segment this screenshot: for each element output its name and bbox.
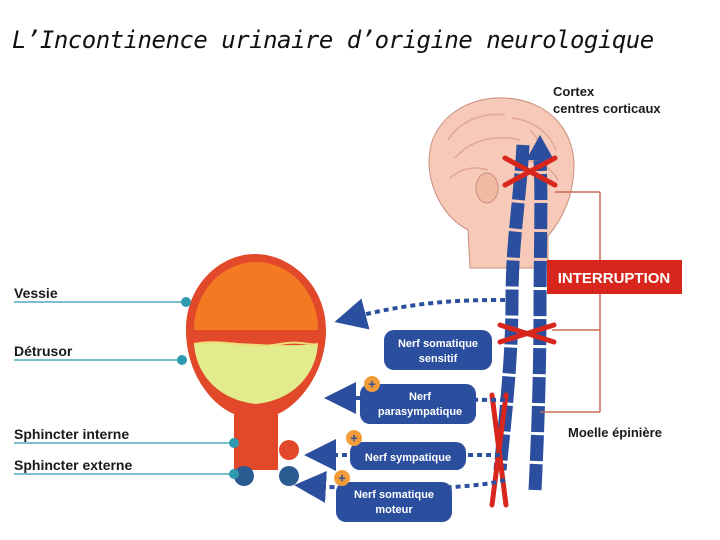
bladder-content xyxy=(194,262,318,330)
level-bracket xyxy=(540,191,601,413)
svg-text:+: + xyxy=(368,377,376,392)
ear-shape xyxy=(475,172,499,204)
arrow-somatique-sensitif xyxy=(334,298,506,330)
nerve-somatique-sensitif: Nerf somatique sensitif xyxy=(384,330,492,370)
cortex-sub-label: centres corticaux xyxy=(553,101,661,116)
sphincter-externe xyxy=(234,466,299,486)
detrusor-label: Détrusor xyxy=(14,343,73,359)
nerve-parasympathique: Nerf parasympatique + xyxy=(360,376,476,424)
svg-text:Nerf somatique: Nerf somatique xyxy=(354,489,434,501)
svg-text:Nerf somatique: Nerf somatique xyxy=(398,338,478,350)
sphincter-interne-label: Sphincter interne xyxy=(14,426,129,442)
interruption-cross-cord xyxy=(497,322,557,345)
brain-folds xyxy=(447,113,559,181)
ascending-arrowhead xyxy=(526,135,554,160)
nerve-somatique-moteur: Nerf somatique moteur + xyxy=(334,470,452,522)
svg-text:+: + xyxy=(350,431,358,446)
svg-text:sensitif: sensitif xyxy=(419,353,458,365)
vessie-label: Vessie xyxy=(14,285,58,301)
bladder xyxy=(186,254,326,470)
sphincter-externe-label: Sphincter externe xyxy=(14,457,132,473)
label-lines xyxy=(14,301,234,475)
svg-text:parasympatique: parasympatique xyxy=(378,406,462,418)
interruption-cross-lower xyxy=(489,392,509,508)
svg-text:+: + xyxy=(338,471,346,486)
label-dots xyxy=(177,297,239,479)
moelle-label: Moelle épinière xyxy=(568,425,662,440)
svg-text:Nerf: Nerf xyxy=(409,391,431,403)
nerve-sympathique: Nerf sympatique + xyxy=(346,430,466,470)
ascending-tract xyxy=(528,159,548,491)
svg-text:moteur: moteur xyxy=(375,504,413,516)
sphincter-interne xyxy=(234,440,299,460)
detrusor-area xyxy=(194,342,318,404)
interruption-box xyxy=(547,260,682,294)
interruption-cross-brain xyxy=(502,155,558,188)
slide-title: L’Incontinence urinaire d’origine neurol… xyxy=(12,26,654,54)
interruption-label: INTERRUPTION xyxy=(558,270,671,287)
cortex-label: Cortex xyxy=(553,84,595,99)
svg-text:Nerf sympatique: Nerf sympatique xyxy=(365,452,451,464)
